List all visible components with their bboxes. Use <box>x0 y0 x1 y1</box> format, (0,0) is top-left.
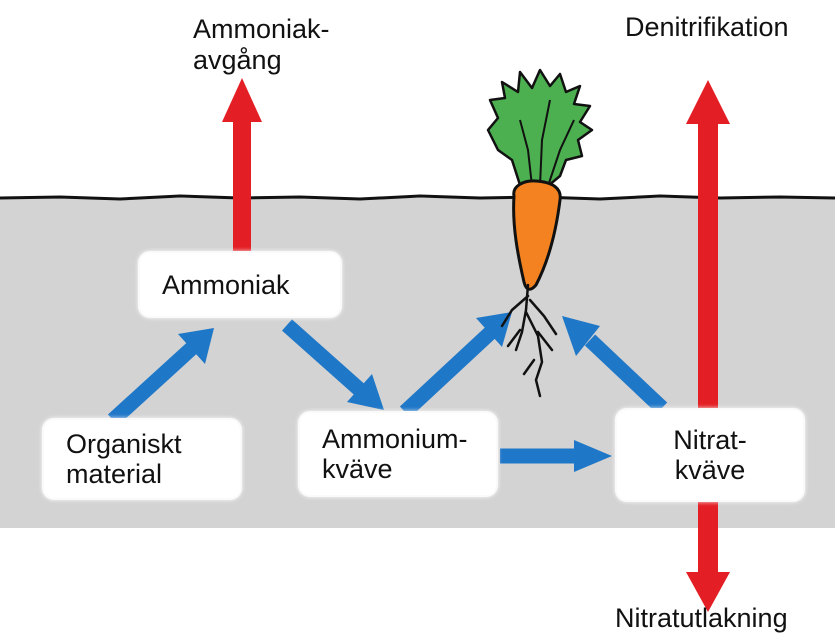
nitrate-nitrogen-line-2: kväve <box>673 455 747 485</box>
ammonia-loss-label-line-2: avgång <box>193 45 330 76</box>
nitrate-leaching-label: Nitratutlakning <box>615 603 788 634</box>
ammonia-loss-label: Ammoniak- avgång <box>193 14 330 76</box>
denitrification-label: Denitrifikation <box>625 12 789 43</box>
organic-material-line-1: Organiskt <box>66 429 182 459</box>
ammonia-box: Ammoniak <box>140 253 340 316</box>
ammonium-nitrogen-line-2: kväve <box>322 454 468 484</box>
nitrate-nitrogen-box: Nitrat- kväve <box>617 410 803 500</box>
ammonium-nitrogen-box: Ammonium- kväve <box>300 413 496 495</box>
nitrate-leaching-label-text: Nitratutlakning <box>615 603 788 633</box>
ammonia-loss-label-line-1: Ammoniak- <box>193 14 330 45</box>
organic-material-box: Organiskt material <box>44 420 240 498</box>
ammonia-box-label: Ammoniak <box>140 270 290 300</box>
ammonium-nitrogen-line-1: Ammonium- <box>322 424 468 454</box>
nitrate-nitrogen-line-1: Nitrat- <box>673 425 747 455</box>
organic-material-line-2: material <box>66 459 182 489</box>
denitrification-label-text: Denitrifikation <box>625 12 789 42</box>
